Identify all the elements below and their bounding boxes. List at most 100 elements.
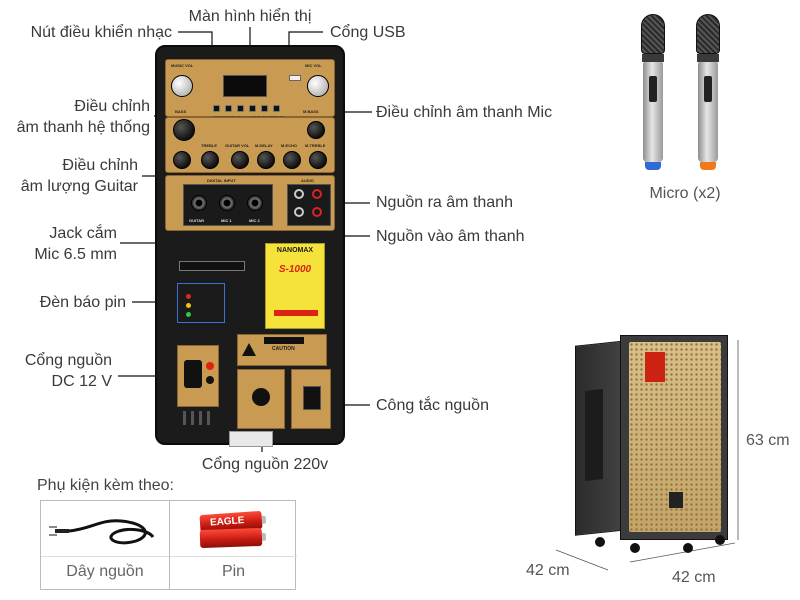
power-switch [303,386,321,410]
label-guitar-volume-1: Điều chỉnh [62,157,138,174]
wheel-4 [715,535,725,545]
product-card: NANOMAX S-1000 [265,243,325,329]
caution-title-bar [264,337,304,344]
button-mode [213,105,220,112]
product-card-band [274,310,318,316]
label-mic-jack-1: Jack cắm [49,225,117,242]
dim-width-line [629,542,736,563]
m-delay-label: M.DELAY [255,143,273,148]
label-guitar-volume: Điều chỉnh âm lượng Guitar [21,155,138,197]
battery-led-yellow [186,303,191,308]
button-repeat [273,105,280,112]
audio-section-label: AUDIO [301,178,314,183]
rca-out-red [312,189,322,199]
label-mic-jack: Jack cắm Mic 6.5 mm [34,223,117,265]
product-brand: NANOMAX [276,247,314,254]
button-play [237,105,244,112]
dc-terminal [184,360,202,388]
rca-in-white [294,207,304,217]
music-vol-knob [171,75,193,97]
power-cord-icon [49,519,155,545]
battery-brand-text: EAGLE [209,515,245,529]
label-display: Màn hình hiển thị [188,8,312,25]
m-echo-knob [283,151,301,169]
accessories-box: Dây nguồn EAGLE Pin [40,500,297,590]
speaker-back-panel [585,389,603,481]
dim-width: 42 cm [672,569,716,586]
mic1-jack-label: MIC 1 [221,218,232,223]
label-guitar-volume-2: âm lượng Guitar [20,178,138,195]
ac-socket [252,388,270,406]
audio-frame [287,184,331,226]
mic-orange-window [704,76,712,102]
display-screen [223,75,267,97]
rca-out-white [294,189,304,199]
label-system-sound-1: Điều chỉnh [74,98,150,115]
label-music-buttons: Nút điều khiển nhạc [30,24,172,41]
accessory-battery: EAGLE Pin [169,501,297,589]
mic-orange-ring [697,54,719,62]
guitar-vol-knob [231,151,249,169]
wheel-2 [630,543,640,553]
mic-blue-body [643,62,663,162]
mic-blue-grille [641,14,665,54]
treble-label: TREBLE [201,143,217,148]
mic2-jack [247,195,263,211]
battery-led-red [186,294,191,299]
button-prev [225,105,232,112]
leader-mic-jack [120,235,161,244]
accessory-power-cord: Dây nguồn [41,501,169,589]
button-eq [261,105,268,112]
label-mic-sound: Điều chỉnh âm thanh Mic [376,104,553,121]
warning-triangle-icon [242,343,256,356]
dc-plus-icon [206,362,214,370]
treble-knob [201,151,219,169]
m-treble-label: M.TREBLE [305,143,326,148]
wheel-1 [595,537,605,547]
dc-port-box [177,345,219,407]
battery-led-green [186,312,191,317]
vent-4 [207,411,210,425]
dc-minus-icon [206,376,214,384]
m-bass-label: M.BASS [303,109,319,114]
music-vol-label: MUSIC VOL [171,63,194,68]
m-delay-knob [257,151,275,169]
mic-blue-tip [645,162,661,170]
dim-height: 63 cm [746,432,790,449]
speaker-badge [645,352,665,382]
bottom-sticker [229,431,273,447]
speaker-illustration [575,335,730,553]
accessories-heading: Phụ kiện kèm theo: [37,477,174,494]
vent-2 [191,411,194,425]
caution-label: CAUTION [272,346,295,352]
guitar-jack-label: GUITAR [189,218,205,223]
control-panel: MUSIC VOL MIC VOL MODE PREV PLAY NEXT EQ… [155,45,345,447]
label-mic-jack-2: Mic 6.5 mm [34,246,117,263]
mic-orange-tip [700,162,716,170]
bass-knob [173,119,195,141]
label-system-sound: Điều chỉnh âm thanh hệ thống [17,96,150,138]
dim-depth-line [555,549,609,571]
label-power-switch: Công tắc nguồn [376,397,489,414]
microphone-orange [696,14,720,174]
label-ac-port: Cổng nguồn 220v [201,456,329,473]
ac-port-box [237,369,285,429]
speaker-front [620,335,728,540]
button-next [249,105,256,112]
speaker-grille [629,342,721,532]
serial-sticker [179,261,245,271]
bass-label: BASS [175,109,187,114]
usb-port [289,75,301,81]
micro-caption: Micro (x2) [649,185,721,202]
m-bass-knob [307,121,325,139]
battery-caption: Pin [221,563,246,580]
guitar-jack [191,195,207,211]
mic-vol-label: MIC VOL [305,63,322,68]
power-switch-box [291,369,331,429]
dim-depth: 42 cm [526,562,570,579]
battery-led-box [177,283,225,323]
power-cord-caption: Dây nguồn [66,563,144,580]
battery-divider [170,556,297,557]
label-system-sound-2: âm thanh hệ thống [16,119,150,136]
microphone-blue [641,14,665,174]
